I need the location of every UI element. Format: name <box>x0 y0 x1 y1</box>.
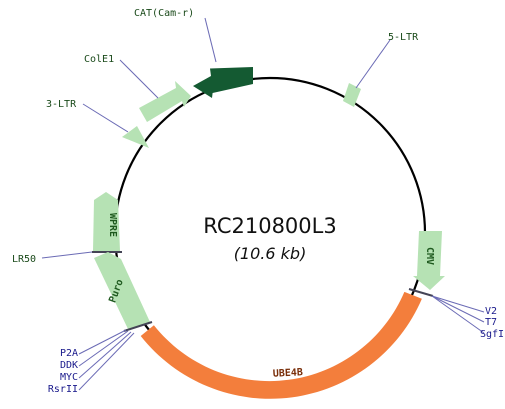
myc-label: MYC <box>60 372 78 383</box>
sgf1-label: SgfI <box>480 329 504 340</box>
v2-label: V2 <box>485 306 497 317</box>
cole1-feature[interactable] <box>139 81 191 122</box>
ltr3-label: 3-LTR <box>46 99 77 110</box>
cmv-label: CMV <box>424 247 435 265</box>
p2a-label: P2A <box>60 348 78 359</box>
ube4b-orf[interactable] <box>140 291 422 399</box>
v2-marker <box>408 288 434 297</box>
ube4b-label: UBE4B <box>273 367 304 380</box>
cat-feature[interactable] <box>193 67 253 98</box>
cole1-label: ColE1 <box>84 54 114 65</box>
ltr5-feature[interactable] <box>343 83 361 107</box>
ltr3-feature[interactable] <box>122 126 149 148</box>
plasmid-size: (10.6 kb) <box>234 244 307 263</box>
lr50-label: LR50 <box>12 254 36 265</box>
wpre-feature[interactable] <box>93 192 120 251</box>
plasmid-name: RC210800L3 <box>203 214 336 238</box>
t7-label: T7 <box>485 317 497 328</box>
ddk-label: DDK <box>60 360 78 371</box>
cat-label: CAT(Cam-r) <box>134 8 194 19</box>
rsr2-label: RsrII <box>48 384 78 395</box>
ltr5-label: 5-LTR <box>388 32 419 43</box>
p2a-marker <box>123 321 153 332</box>
puro-feature[interactable] <box>94 252 150 329</box>
wpre-label: WPRE <box>107 213 118 237</box>
cmv-feature[interactable] <box>413 231 445 290</box>
